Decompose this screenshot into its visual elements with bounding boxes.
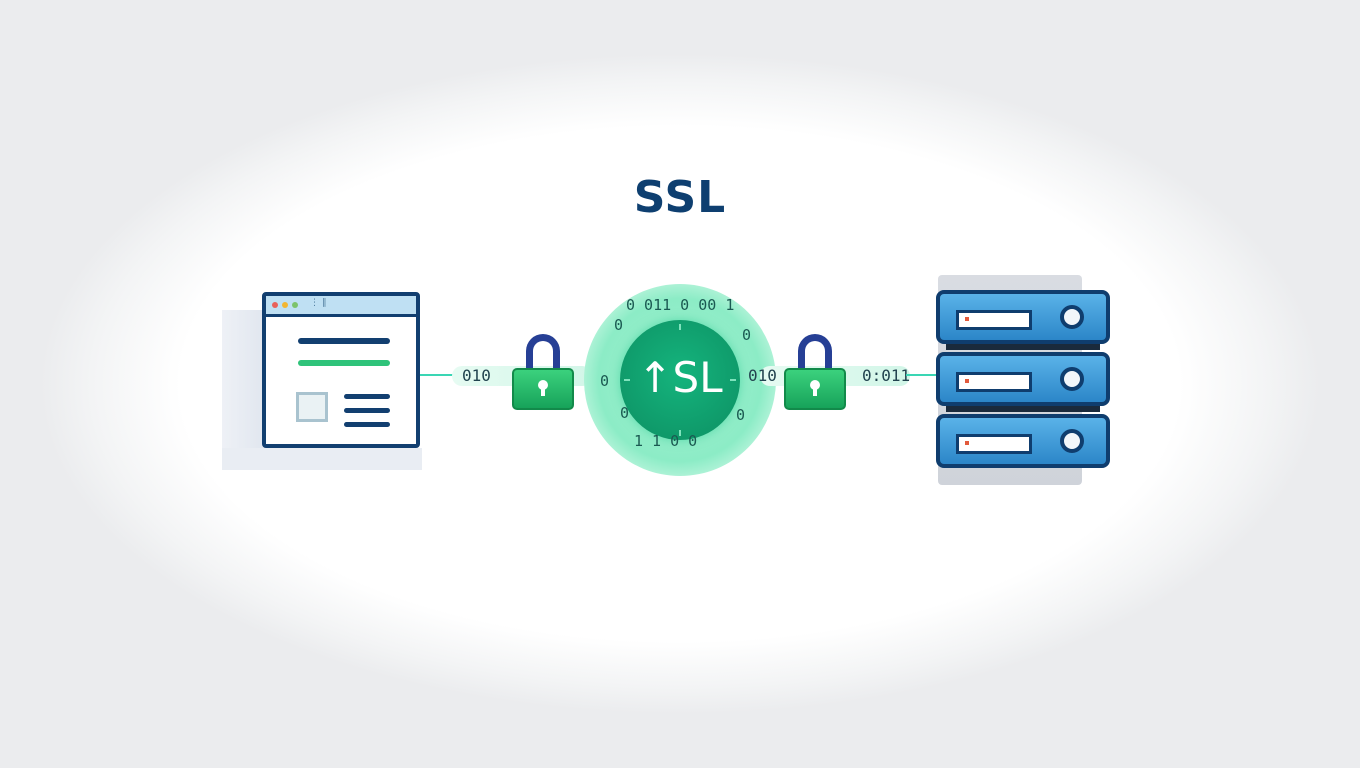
padlock-shackle	[526, 334, 560, 376]
power-button-icon	[1060, 305, 1084, 329]
server-unit	[936, 414, 1110, 468]
address-glyph: ⋮ ∥	[310, 298, 327, 308]
padlock-shackle	[798, 334, 832, 376]
orbit-binary: 0	[736, 406, 746, 424]
keyhole-stem	[541, 388, 545, 396]
orbit-binary-bottom: 1 1 0 0	[634, 432, 698, 450]
window-minimize-dot	[282, 302, 288, 308]
orbit-binary: 0	[614, 316, 624, 334]
padlock-icon	[512, 334, 574, 410]
power-button-icon	[1060, 367, 1084, 391]
browser-base	[222, 448, 422, 470]
binary-text: 0:011	[862, 366, 911, 385]
orbit-binary: 0	[600, 372, 610, 390]
binary-text: 010	[748, 366, 777, 385]
content-line-highlight	[298, 360, 390, 366]
server-unit	[936, 352, 1110, 406]
connection-wire	[906, 374, 940, 376]
status-led	[965, 379, 969, 383]
drive-slot	[956, 310, 1032, 330]
content-line	[298, 338, 390, 344]
ssl-core-label: ↑SL	[637, 353, 723, 402]
padlock-body	[512, 368, 574, 410]
orbit-binary: 0	[620, 404, 630, 422]
keyhole-icon	[810, 380, 820, 390]
server-unit	[936, 290, 1110, 344]
diagram-title: SSL	[633, 172, 727, 223]
content-line	[344, 422, 390, 427]
drive-slot	[956, 372, 1032, 392]
ssl-core-icon	[620, 320, 740, 440]
status-led	[965, 441, 969, 445]
image-placeholder-icon	[296, 392, 328, 422]
rack-gap	[946, 404, 1100, 412]
window-close-dot	[272, 302, 278, 308]
orbit-binary-top: 0 011 0 00 1	[626, 296, 735, 314]
keyhole-stem	[813, 388, 817, 396]
browser-window-icon: ⋮ ∥	[262, 292, 420, 448]
rack-gap	[946, 342, 1100, 350]
binary-text: 010	[462, 366, 491, 385]
connection-wire	[420, 374, 460, 376]
content-line	[344, 394, 390, 399]
core-tick	[679, 324, 681, 330]
padlock-icon	[784, 334, 846, 410]
browser-title-bar: ⋮ ∥	[266, 296, 416, 317]
status-led	[965, 317, 969, 321]
content-line	[344, 408, 390, 413]
power-button-icon	[1060, 429, 1084, 453]
orbit-binary: 0	[742, 326, 752, 344]
core-tick	[679, 430, 681, 436]
drive-slot	[956, 434, 1032, 454]
keyhole-icon	[538, 380, 548, 390]
window-maximize-dot	[292, 302, 298, 308]
padlock-body	[784, 368, 846, 410]
